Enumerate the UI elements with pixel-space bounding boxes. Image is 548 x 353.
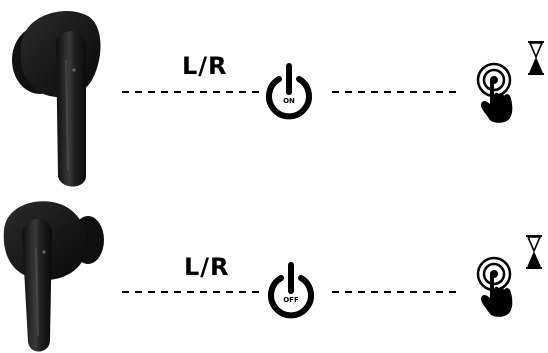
tap-and-hold-icon <box>476 62 513 123</box>
hourglass-icon <box>528 41 544 75</box>
row-off-labels: L/R <box>0 0 548 281</box>
power-state-label: OFF <box>283 296 299 304</box>
power-button-icon: ON <box>266 63 312 120</box>
row-off: OFF <box>3 201 542 352</box>
tap-and-hold-icon <box>476 256 513 317</box>
row-on: ON <box>12 10 544 187</box>
earbud-side-label: L/R <box>182 52 228 80</box>
earbud-image-top <box>12 10 101 187</box>
power-button-icon: OFF <box>268 262 314 319</box>
row-on-labels: L/R <box>0 0 548 176</box>
earbud-side-label: L/R <box>184 253 230 281</box>
hourglass-icon <box>526 235 542 269</box>
earbud-image-bottom <box>3 201 104 352</box>
power-state-label: ON <box>283 97 295 105</box>
